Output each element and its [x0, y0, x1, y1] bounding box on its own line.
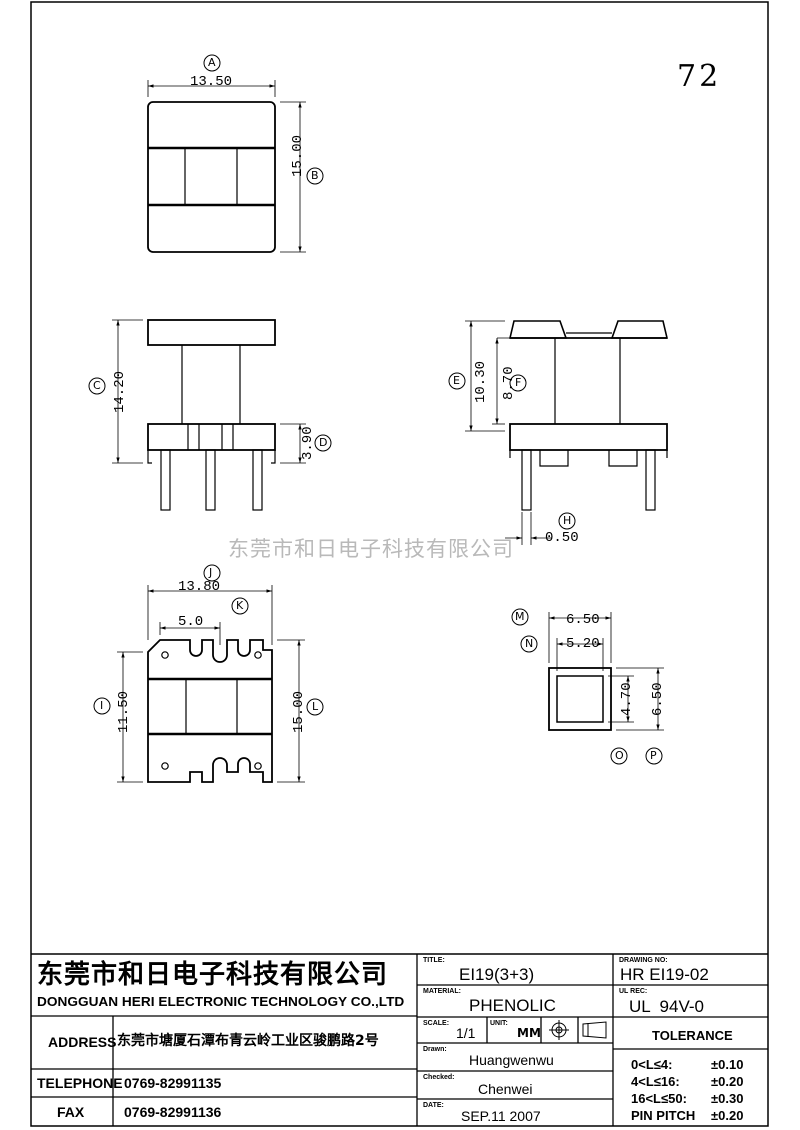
side-view	[465, 320, 669, 545]
projection-symbol	[549, 1020, 607, 1040]
marker-circles	[88, 54, 663, 765]
section-view	[548, 612, 664, 731]
top-view	[147, 80, 306, 253]
sheet-border	[30, 1, 769, 1127]
bottom-view	[117, 585, 305, 783]
title-block-grid	[31, 953, 768, 1126]
front-view	[112, 319, 306, 511]
